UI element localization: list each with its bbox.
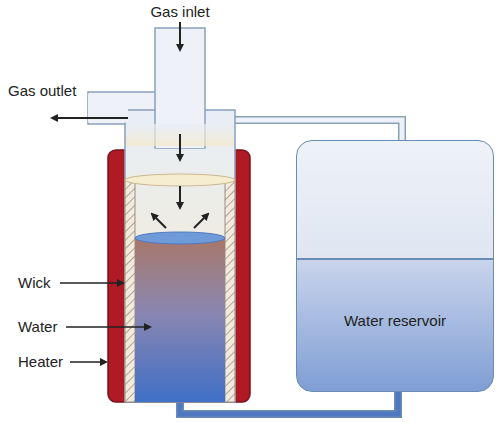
wick-label: Wick <box>18 274 51 292</box>
outlet-label: Gas outlet <box>8 82 76 100</box>
water-label: Water <box>18 318 57 336</box>
node-text: Water reservoir <box>344 312 446 329</box>
heater-label: Heater <box>18 353 63 371</box>
water-reservoir: Water reservoir <box>296 140 494 392</box>
inlet-label: Gas inlet <box>150 3 209 21</box>
